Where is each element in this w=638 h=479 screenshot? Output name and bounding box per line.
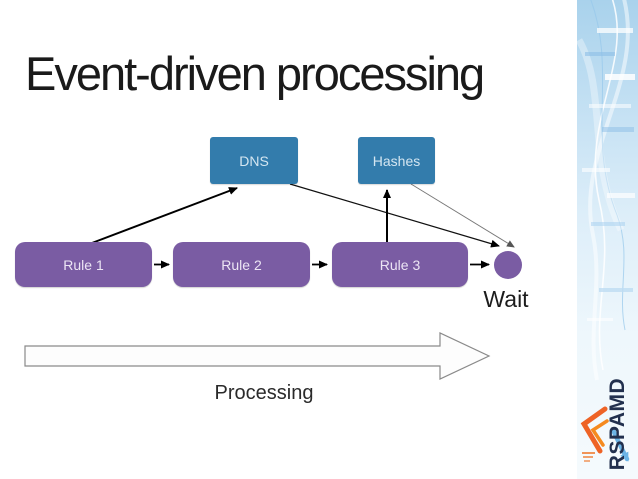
dns-box-label: DNS (239, 152, 269, 169)
wait-state-circle (494, 251, 522, 279)
slide-title: Event-driven processing (25, 47, 485, 100)
rule-1-box: Rule 1 (15, 242, 152, 287)
arrow-dns-to-wait (289, 183, 500, 248)
hashes-box-label: Hashes (372, 152, 421, 169)
wait-label: Wait (483, 286, 529, 312)
arrow-hashes-to-wait (410, 183, 515, 248)
hashes-box: Hashes (358, 137, 435, 184)
processing-block-arrow (24, 332, 491, 380)
rspamd-logo-orange-arrow-icon (580, 406, 609, 462)
sidebar-texture (577, 0, 635, 381)
rspamd-logo-blue-arrow-icon (610, 427, 630, 462)
processing-label: Processing (214, 382, 314, 404)
rule-3-label: Rule 3 (379, 256, 421, 273)
rule-2-label: Rule 2 (221, 256, 262, 273)
rule-2-box: Rule 2 (173, 242, 310, 287)
rule-1-label: Rule 1 (63, 256, 104, 273)
rspamd-logo-text: RSPAMD (606, 377, 629, 471)
arrow-rule1-to-dns (83, 187, 238, 247)
sidebar (577, 0, 638, 479)
rule-3-box: Rule 3 (332, 242, 468, 287)
dns-box: DNS (210, 137, 298, 184)
